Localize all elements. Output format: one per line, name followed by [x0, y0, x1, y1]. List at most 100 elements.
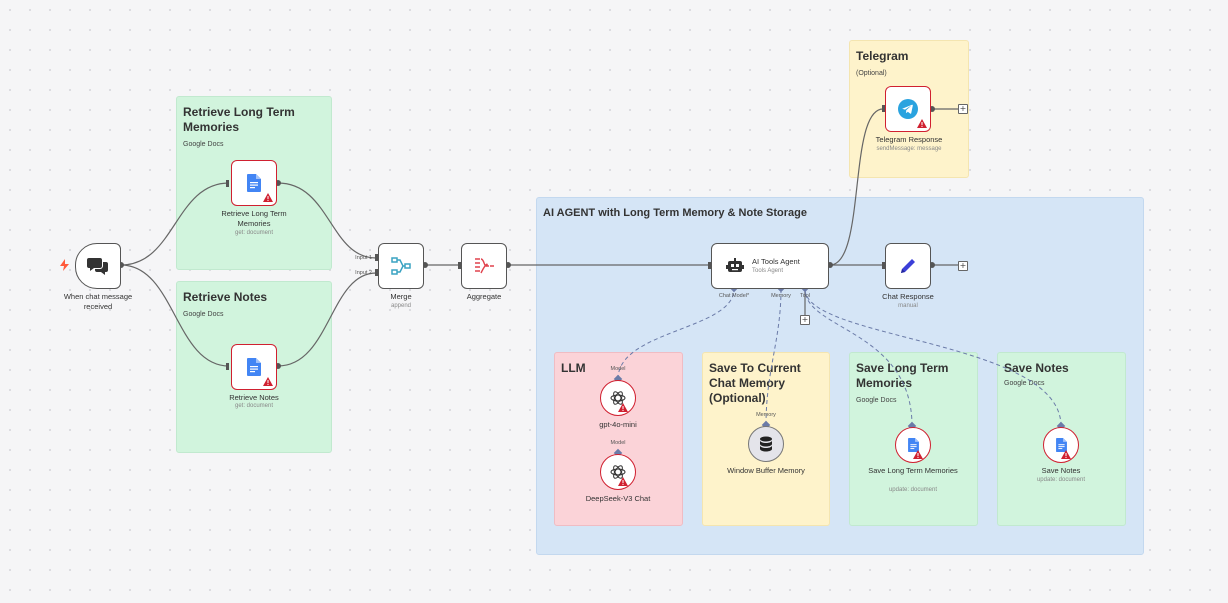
node-deepseek-v3-chat[interactable] [600, 454, 636, 490]
node-label: Merge [390, 292, 412, 301]
wire-model-to-agent [617, 288, 735, 380]
node-label: Retrieve Long Term Memories [221, 209, 287, 228]
node-chat-trigger[interactable] [75, 243, 121, 289]
node-ai-tools-agent[interactable] [711, 243, 829, 289]
wire-trigger-to-retrieve-ltm [120, 182, 230, 266]
google-docs-icon [247, 358, 261, 376]
group-title: Save Notes [1004, 361, 1069, 375]
warning-icon [263, 377, 273, 386]
node-subtitle: update: document [888, 487, 938, 493]
node-telegram-response[interactable] [885, 86, 931, 132]
port-label-model: Model [610, 440, 626, 446]
aggregate-icon [475, 258, 494, 274]
node-subtitle: update: document [1036, 477, 1086, 483]
google-docs-icon [1055, 438, 1067, 452]
group-title: AI AGENT with Long Term Memory & Note St… [543, 207, 808, 219]
group-subtitle: Google Docs [856, 397, 897, 404]
group-retrieve-long-term-memories: Retrieve Long Term Memories Google Docs [176, 96, 332, 270]
node-subtitle: sendMessage: message [876, 146, 942, 152]
node-chat-response[interactable] [885, 243, 931, 289]
merge-input-2-label: Input 2 [355, 270, 372, 276]
warning-icon [1061, 450, 1071, 459]
port-label-tool: Tool [799, 293, 811, 299]
node-save-long-term-memories[interactable] [895, 427, 931, 463]
warning-icon [618, 403, 628, 412]
wire-save-ltm-to-agent [804, 288, 913, 427]
group-llm: LLM [554, 352, 683, 526]
port-in[interactable] [458, 262, 461, 269]
node-label: Chat Response [882, 292, 934, 301]
node-save-notes[interactable] [1043, 427, 1079, 463]
node-label: Aggregate [466, 292, 502, 301]
port-in[interactable] [226, 180, 229, 187]
group-title: Retrieve Notes [183, 290, 268, 304]
node-merge[interactable] [378, 243, 424, 289]
openai-icon [610, 465, 626, 479]
group-retrieve-notes: Retrieve Notes Google Docs [176, 281, 332, 453]
wire-retrieve-ltm-to-merge [277, 182, 377, 259]
port-in[interactable] [226, 363, 229, 370]
group-title: LLM [561, 361, 586, 375]
node-label: DeepSeek-V3 Chat [585, 494, 651, 503]
port-in[interactable] [882, 105, 885, 112]
port-in[interactable] [375, 269, 378, 276]
chat-bubbles-icon [87, 258, 108, 275]
node-label: Telegram Response [875, 135, 943, 144]
port-in[interactable] [708, 262, 711, 269]
wire-trigger-to-retrieve-notes [120, 264, 230, 367]
node-retrieve-notes[interactable] [231, 344, 277, 390]
database-icon [760, 436, 772, 452]
group-subtitle: Google Docs [183, 141, 224, 148]
warning-icon [263, 193, 273, 202]
merge-input-1-label: Input 1 [355, 255, 372, 261]
robot-icon [726, 258, 744, 272]
group-subtitle: Google Docs [183, 311, 224, 318]
port-in[interactable] [882, 262, 885, 269]
port-in[interactable] [375, 254, 378, 261]
google-docs-icon [907, 438, 919, 452]
node-gpt-4o-mini[interactable] [600, 380, 636, 416]
group-title: Save To Current Chat Memory (Optional) [709, 361, 801, 405]
add-tool-button[interactable]: + [800, 315, 810, 325]
wire-save-notes-to-agent [804, 288, 1062, 427]
node-label: Save Notes [1041, 466, 1081, 475]
merge-icon [391, 257, 411, 275]
group-title: Retrieve Long Term Memories [183, 105, 295, 134]
wire-retrieve-notes-to-merge [277, 272, 377, 367]
node-subtitle: get: document [234, 403, 274, 409]
port-label-memory: Memory [756, 412, 776, 418]
node-subtitle: append [390, 303, 412, 309]
node-subtitle: get: document [234, 230, 274, 236]
group-chat-memory: Save To Current Chat Memory (Optional) [702, 352, 830, 526]
telegram-icon [898, 99, 918, 119]
add-node-button[interactable]: + [958, 261, 968, 271]
node-label: Save Long Term Memories [868, 466, 958, 475]
add-node-button[interactable]: + [958, 104, 968, 114]
group-title: Telegram [856, 49, 909, 63]
node-label: Retrieve Notes [229, 393, 279, 402]
node-label: gpt-4o-mini [599, 420, 637, 429]
warning-icon [913, 450, 923, 459]
openai-icon [610, 391, 626, 405]
node-window-buffer-memory[interactable] [748, 426, 784, 462]
google-docs-icon [247, 174, 261, 192]
node-label: When chat message received [63, 292, 133, 311]
warning-icon [618, 477, 628, 486]
node-retrieve-long-term-memories[interactable] [231, 160, 277, 206]
port-label-model: Model [610, 366, 626, 372]
pen-icon [901, 259, 915, 273]
lightning-icon [60, 259, 69, 271]
node-aggregate[interactable] [461, 243, 507, 289]
port-label-chat-model: Chat Model* [718, 293, 750, 299]
node-label: AI Tools Agent [752, 257, 800, 266]
wire-memory-to-agent [765, 288, 782, 426]
node-subtitle: Tools Agent [752, 268, 784, 274]
port-label-memory: Memory [771, 293, 791, 299]
group-subtitle: Google Docs [1004, 380, 1045, 387]
wire-agent-to-telegram [829, 108, 884, 266]
node-subtitle: manual [898, 303, 918, 309]
group-title: Save Long Term Memories [856, 361, 949, 390]
group-subtitle: (Optional) [856, 70, 887, 77]
warning-icon [917, 119, 927, 128]
